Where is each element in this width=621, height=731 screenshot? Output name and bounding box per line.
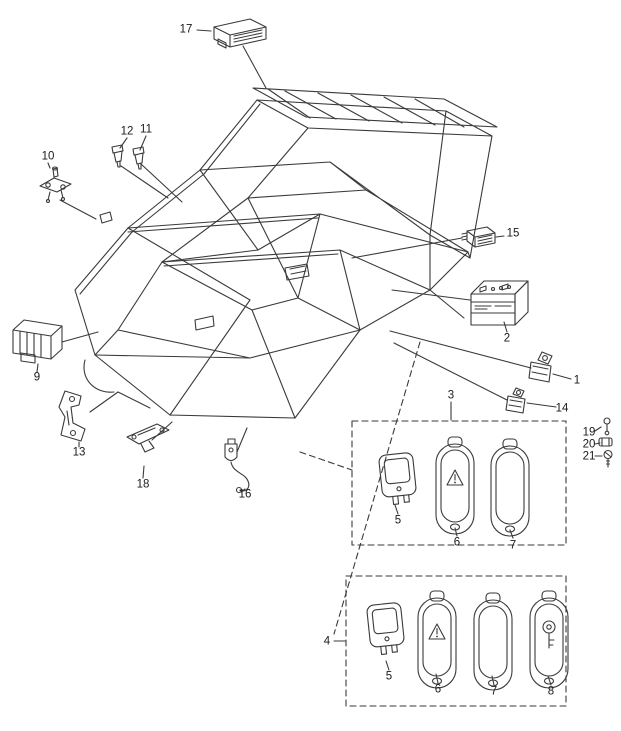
part-16-sensor-pigtail — [224, 438, 250, 494]
callout-21: 21 — [582, 450, 596, 463]
part-7-remote-fob-blank-upper — [490, 438, 530, 537]
callout-6-upper: 6 — [453, 536, 461, 549]
part-21-screw — [603, 449, 613, 468]
callout-5-upper: 5 — [394, 514, 402, 527]
callout-17: 17 — [179, 23, 193, 36]
part-7-remote-fob-blank-lower — [473, 592, 513, 691]
part-10-sensor-flange — [39, 166, 72, 204]
part-13-mounting-bracket — [58, 390, 86, 442]
part-15-relay-3d — [461, 226, 496, 248]
lower-group-box — [345, 575, 567, 707]
chassis-wireframe — [74, 87, 498, 419]
callout-5-lower: 5 — [385, 670, 393, 683]
callout-18: 18 — [136, 478, 150, 491]
callout-15: 15 — [506, 227, 520, 240]
part-17-control-module — [213, 18, 267, 49]
part-8-remote-fob-key-lower — [529, 590, 569, 689]
callout-11: 11 — [140, 123, 152, 136]
part-12-small-sensor — [111, 144, 124, 168]
callout-14: 14 — [555, 402, 569, 415]
callout-7-upper: 7 — [509, 539, 517, 552]
part-6-remote-fob-warning-upper — [435, 436, 475, 535]
callout-13: 13 — [72, 446, 86, 459]
upper-group-box — [351, 420, 567, 546]
callout-1: 1 — [573, 374, 581, 387]
callout-12: 12 — [120, 125, 134, 138]
callout-20: 20 — [582, 438, 596, 451]
callout-2: 2 — [503, 332, 511, 345]
part-1-relay-with-tab — [528, 351, 553, 383]
part-19-pin-fastener — [603, 417, 611, 436]
part-2-battery — [470, 280, 529, 326]
dashed-leader-lines — [299, 341, 421, 635]
callout-19: 19 — [582, 426, 596, 439]
callout-9: 9 — [33, 371, 41, 384]
callout-4: 4 — [323, 635, 331, 648]
callout-3: 3 — [447, 389, 455, 402]
callout-8: 8 — [547, 685, 555, 698]
part-9-ecu-module — [12, 319, 63, 364]
callout-10: 10 — [41, 150, 55, 163]
callout-6-lower: 6 — [434, 683, 442, 696]
part-6-remote-fob-warning-lower — [417, 590, 457, 689]
callout-7-lower: 7 — [490, 685, 498, 698]
part-20-clip — [598, 437, 613, 447]
callout-16: 16 — [238, 488, 252, 501]
part-5-flasher-relay-lower — [365, 601, 406, 657]
part-18-flat-bracket — [126, 423, 170, 453]
part-14-small-relay — [505, 387, 526, 414]
part-5-flasher-relay-upper — [377, 451, 418, 507]
